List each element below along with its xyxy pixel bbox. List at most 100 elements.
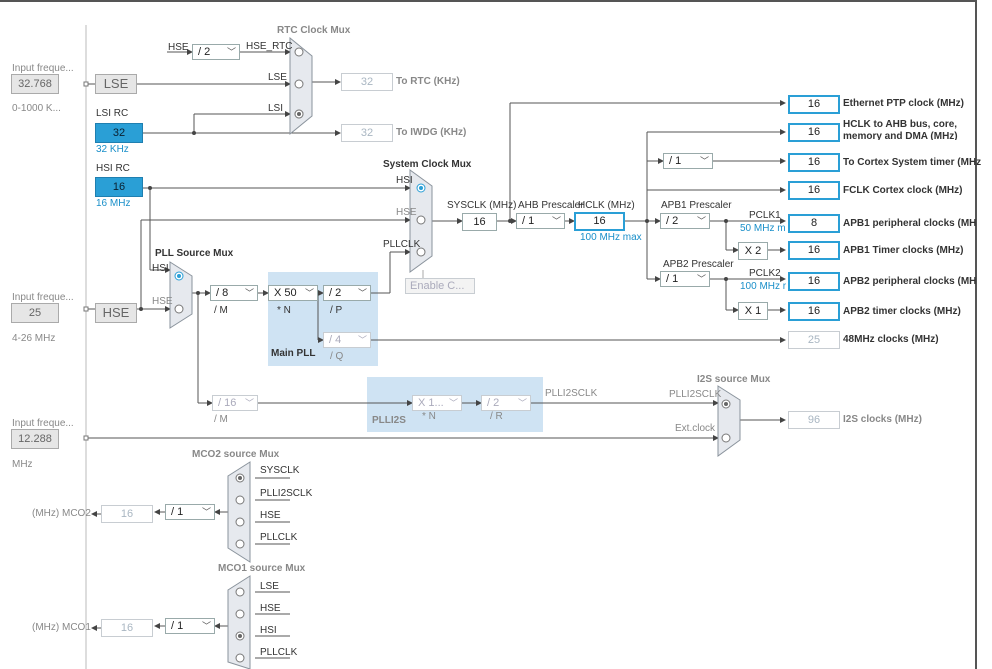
rtc-hse-divider-value: / 2 xyxy=(198,46,211,58)
i2s-output-label: I2S clocks (MHz) xyxy=(843,414,922,425)
output-cortex-timer-label: To Cortex System timer (MHz xyxy=(843,157,982,168)
rtc-in-lsi: LSI xyxy=(268,103,284,114)
output-ethernet-ptp-label: Ethernet PTP clock (MHz) xyxy=(843,98,964,109)
pll-p-label: / P xyxy=(330,305,343,316)
apb1-prescaler-select[interactable]: / 2 ﹀ xyxy=(660,213,710,229)
apb2-timer-multiplier: X 1 xyxy=(738,302,768,320)
lse-input-caption: Input freque... xyxy=(12,63,74,74)
output-fclk-value[interactable]: 16 xyxy=(788,181,840,200)
output-ethernet-ptp-value[interactable]: 16 xyxy=(788,95,840,114)
pll-p-value: / 2 xyxy=(329,287,342,299)
output-hclk-ahb-label: HCLK to AHB bus, core, xyxy=(843,119,958,130)
enable-css-button[interactable]: Enable C... xyxy=(405,278,475,294)
output-cortex-timer-value[interactable]: 16 xyxy=(788,153,840,172)
plli2s-r-value: / 2 xyxy=(487,397,500,409)
mco1-source-mux xyxy=(227,575,251,669)
mco2-divider-value: / 1 xyxy=(171,506,184,518)
i2s-in-ext: Ext.clock xyxy=(675,423,716,434)
apb1-prescaler-value: / 2 xyxy=(666,215,679,227)
chevron-down-icon: ﹀ xyxy=(699,156,709,166)
apb1-timer-multiplier: X 2 xyxy=(738,242,768,260)
chevron-down-icon: ﹀ xyxy=(226,47,236,57)
output-apb2-timer-value[interactable]: 16 xyxy=(788,302,840,321)
sysclk-label: SYSCLK (MHz) xyxy=(447,200,517,211)
lsi-rc-freq: 32 KHz xyxy=(96,144,129,155)
hclk-label: HCLK (MHz) xyxy=(578,200,635,211)
hsi-rc-value: 16 xyxy=(95,177,143,197)
chevron-down-icon: ﹀ xyxy=(244,288,254,298)
sysmux-in-pllclk: PLLCLK xyxy=(383,239,421,250)
mco2-in-pllclk: PLLCLK xyxy=(260,532,298,543)
mco1-in-pllclk: PLLCLK xyxy=(260,647,298,658)
system-clock-mux-title: System Clock Mux xyxy=(383,159,472,170)
plli2s-m-divider-select[interactable]: / 16﹀ xyxy=(212,395,258,411)
pclk1-label: PCLK1 xyxy=(749,210,781,221)
output-hclk-ahb-label-line2: memory and DMA (MHz) xyxy=(843,131,958,140)
apb1-prescaler-label: APB1 Prescaler xyxy=(661,200,732,211)
chevron-down-icon: ﹀ xyxy=(357,335,367,345)
rtc-mux-title: RTC Clock Mux xyxy=(277,25,351,36)
output-hclk-ahb-value[interactable]: 16 xyxy=(788,123,840,142)
output-apb2-periph-value[interactable]: 16 xyxy=(788,272,840,291)
lse-input-frequency[interactable]: 32.768 xyxy=(11,74,59,94)
mco2-output-label: (MHz) MCO2 xyxy=(32,508,91,519)
apb2-prescaler-select[interactable]: / 1 ﹀ xyxy=(660,271,710,287)
rtc-in-lse: LSE xyxy=(268,72,287,83)
pll-q-divider-select[interactable]: / 4 ﹀ xyxy=(323,332,371,348)
hse-range: 4-26 MHz xyxy=(12,333,56,344)
main-pll-title: Main PLL xyxy=(271,348,316,359)
mco2-divider-select[interactable]: / 1﹀ xyxy=(165,504,215,520)
pll-q-label: / Q xyxy=(330,351,344,362)
output-apb1-periph-value[interactable]: 8 xyxy=(788,214,840,233)
mco2-source-mux xyxy=(227,461,251,563)
sysclk-value: 16 xyxy=(462,213,497,231)
ext-input-frequency[interactable]: 12.288 xyxy=(11,429,59,449)
mco2-in-sysclk: SYSCLK xyxy=(260,465,300,476)
mco1-output-value: 16 xyxy=(101,619,153,637)
ahb-prescaler-label: AHB Prescaler xyxy=(518,200,584,211)
mco1-source-mux-title: MCO1 source Mux xyxy=(218,563,306,574)
plli2s-r-divider-select[interactable]: / 2﹀ xyxy=(481,395,531,411)
mco1-in-hsi: HSI xyxy=(260,625,277,636)
mco2-output-value: 16 xyxy=(101,505,153,523)
apb2-prescaler-value: / 1 xyxy=(666,273,679,285)
output-apb2-timer-label: APB2 timer clocks (MHz) xyxy=(843,306,961,317)
hclk-value-input[interactable]: 16 xyxy=(574,212,625,231)
lse-range: 0-1000 K... xyxy=(12,103,61,114)
hse-input-caption: Input freque... xyxy=(12,292,74,303)
output-apb1-timer-value[interactable]: 16 xyxy=(788,241,840,260)
plli2s-n-label: * N xyxy=(422,411,436,422)
hse-input-frequency[interactable]: 25 xyxy=(11,303,59,323)
iwdg-output-value: 32 xyxy=(341,124,393,142)
rtc-in-hse-rtc: HSE_RTC xyxy=(246,41,293,52)
pll-m-value: / 8 xyxy=(216,287,229,299)
cortex-timer-divider-select[interactable]: / 1﹀ xyxy=(663,153,713,169)
chevron-down-icon: ﹀ xyxy=(696,274,706,284)
rtc-hse-divider-select[interactable]: / 2 ﹀ xyxy=(192,44,240,60)
i2s-source-mux xyxy=(717,385,741,457)
mco1-divider-select[interactable]: / 1﹀ xyxy=(165,618,215,634)
pll-q-value: / 4 xyxy=(329,334,342,346)
output-48mhz-label: 48MHz clocks (MHz) xyxy=(843,334,939,345)
apb2-prescaler-label: APB2 Prescaler xyxy=(663,259,734,270)
plli2s-n-multiplier-select[interactable]: X 1...﹀ xyxy=(412,395,462,411)
chevron-down-icon: ﹀ xyxy=(696,216,706,226)
pll-src-hse: HSE xyxy=(152,296,173,307)
plli2s-m-label: / M xyxy=(214,414,228,425)
i2s-in-plli2s: PLLI2SCLK xyxy=(669,389,722,400)
chevron-down-icon: ﹀ xyxy=(201,621,211,631)
rtc-hse-div-label: HSE xyxy=(168,42,189,53)
output-apb1-timer-label: APB1 Timer clocks (MHz) xyxy=(843,245,964,256)
pll-m-label: / M xyxy=(214,305,228,316)
pll-p-divider-select[interactable]: / 2﹀ xyxy=(323,285,371,301)
pclk2-label: PCLK2 xyxy=(749,268,781,279)
mco2-in-plli2sclk: PLLI2SCLK xyxy=(260,488,313,499)
ahb-prescaler-select[interactable]: / 1﹀ xyxy=(516,213,565,229)
pll-n-multiplier-select[interactable]: X 50﹀ xyxy=(268,285,318,301)
pll-m-divider-select[interactable]: / 8 ﹀ xyxy=(210,285,258,301)
pclk1-max: 50 MHz m xyxy=(740,223,786,234)
i2s-output-value: 96 xyxy=(788,411,840,429)
ext-input-caption: Input freque... xyxy=(12,418,74,429)
